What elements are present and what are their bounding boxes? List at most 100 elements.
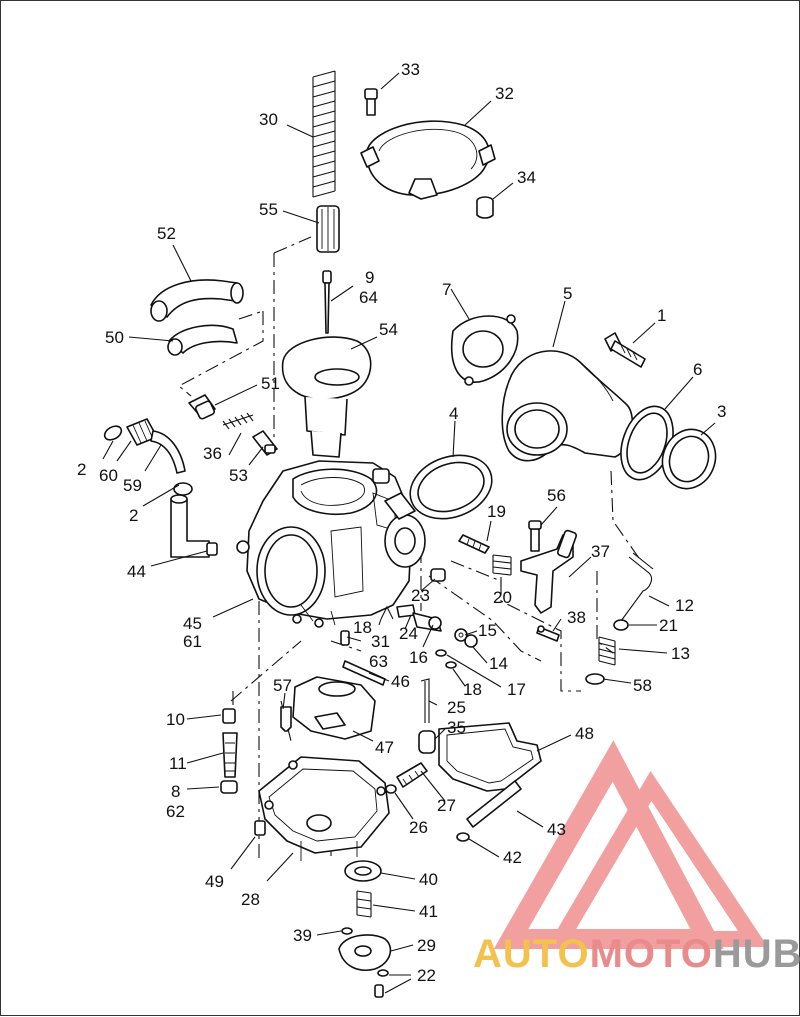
callout-15: 15 xyxy=(478,621,497,640)
callout-61: 61 xyxy=(183,632,202,651)
callout-51: 51 xyxy=(261,374,280,393)
callout-53: 53 xyxy=(229,466,248,485)
hose-59 xyxy=(150,430,186,474)
callout-44: 44 xyxy=(127,562,146,581)
watermark-auto: AUTO xyxy=(473,932,590,976)
pin-24 xyxy=(396,604,416,618)
callout-1: 1 xyxy=(657,306,666,325)
hose-43 xyxy=(466,780,522,828)
callout-42: 42 xyxy=(503,848,522,867)
callout-45: 45 xyxy=(183,614,202,633)
fitting-51 xyxy=(188,394,216,420)
callout-12: 12 xyxy=(675,596,694,615)
clip-42 xyxy=(456,832,470,842)
screw-19 xyxy=(458,534,490,554)
callout-41: 41 xyxy=(419,902,438,921)
float-bowl-gasket-48 xyxy=(438,722,542,792)
callout-39: 39 xyxy=(293,926,312,945)
callout-24: 24 xyxy=(399,624,418,643)
spring-13 xyxy=(598,636,616,666)
callout-37: 37 xyxy=(591,542,610,561)
elbow-fitting-44 xyxy=(170,494,218,558)
callout-28: 28 xyxy=(241,890,260,909)
callout-26: 26 xyxy=(409,818,428,837)
callout-2-lower: 2 xyxy=(129,506,138,525)
clip-18-lower xyxy=(445,661,457,669)
screw-38 xyxy=(536,625,560,642)
enrichener-plunger-53 xyxy=(252,430,278,456)
throttle-wheel xyxy=(384,492,426,568)
vacuum-cover-32 xyxy=(360,120,496,200)
watermark-logo-icon xyxy=(493,740,768,949)
cable-12 xyxy=(620,552,654,622)
callout-14: 14 xyxy=(489,654,508,673)
callout-60: 60 xyxy=(99,466,118,485)
clip-18-upper xyxy=(380,605,394,620)
callout-31: 31 xyxy=(371,632,390,651)
spring-20 xyxy=(492,554,512,576)
vent-hose-52 xyxy=(150,279,244,322)
callout-59: 59 xyxy=(123,476,142,495)
watermark-text: AUTOMOTOHUB xyxy=(473,932,800,976)
screw-56 xyxy=(528,520,542,552)
callout-47: 47 xyxy=(375,738,394,757)
clamp-2-lower xyxy=(173,482,193,496)
screw-49 xyxy=(254,820,266,836)
intake-manifold-5 xyxy=(501,350,634,462)
callout-18-lower: 18 xyxy=(463,680,482,699)
plug-23 xyxy=(430,568,446,582)
callout-10: 10 xyxy=(166,710,185,729)
callout-16: 16 xyxy=(409,648,428,667)
callout-32: 32 xyxy=(495,84,514,103)
float-valve-57 xyxy=(280,706,292,732)
nut-14 xyxy=(464,634,478,648)
callout-27: 27 xyxy=(437,796,456,815)
callout-2-upper: 2 xyxy=(77,460,86,479)
callout-43: 43 xyxy=(547,820,566,839)
callout-20: 20 xyxy=(493,588,512,607)
callout-18-upper: 18 xyxy=(353,618,372,637)
callout-58: 58 xyxy=(633,676,652,695)
jet-10 xyxy=(222,708,236,724)
callout-19: 19 xyxy=(487,502,506,521)
clamp-2-upper xyxy=(103,425,123,441)
callout-55: 55 xyxy=(259,200,278,219)
callout-23: 23 xyxy=(411,586,430,605)
callout-5: 5 xyxy=(563,284,572,303)
cap-35 xyxy=(418,730,436,754)
watermark-hub: HUB xyxy=(713,932,800,976)
bracket-37 xyxy=(520,529,578,614)
callout-64: 64 xyxy=(359,288,378,307)
shaft-46 xyxy=(342,660,386,686)
callout-7: 7 xyxy=(442,280,451,299)
gasket-ring-4 xyxy=(409,454,493,520)
watermark-moto: MOTO xyxy=(590,932,713,976)
seal-3 xyxy=(661,428,717,490)
jet-needle-9 xyxy=(322,270,332,334)
float-bowl-28 xyxy=(258,756,390,861)
callout-38: 38 xyxy=(567,608,586,627)
nut-21 xyxy=(613,619,629,631)
callout-56: 56 xyxy=(547,486,566,505)
callout-35: 35 xyxy=(447,718,466,737)
callout-9: 9 xyxy=(365,268,374,287)
callout-49: 49 xyxy=(205,872,224,891)
svg-text:AUTOMOTOHUB: AUTOMOTOHUB xyxy=(473,932,800,976)
needle-retainer-55 xyxy=(316,205,340,253)
callout-25: 25 xyxy=(447,698,466,717)
callout-50: 50 xyxy=(105,328,124,347)
gasket-6 xyxy=(620,405,674,481)
washer-15 xyxy=(454,628,468,642)
leader-lines xyxy=(102,72,716,994)
callout-29: 29 xyxy=(417,936,436,955)
callout-30: 30 xyxy=(259,110,278,129)
rod-25 xyxy=(420,678,430,723)
o-ring-26 xyxy=(385,784,397,794)
bolt-1 xyxy=(604,332,646,368)
callout-52: 52 xyxy=(157,224,176,243)
vent-hose-50 xyxy=(167,324,238,356)
callout-13: 13 xyxy=(671,644,690,663)
callout-46: 46 xyxy=(391,672,410,691)
